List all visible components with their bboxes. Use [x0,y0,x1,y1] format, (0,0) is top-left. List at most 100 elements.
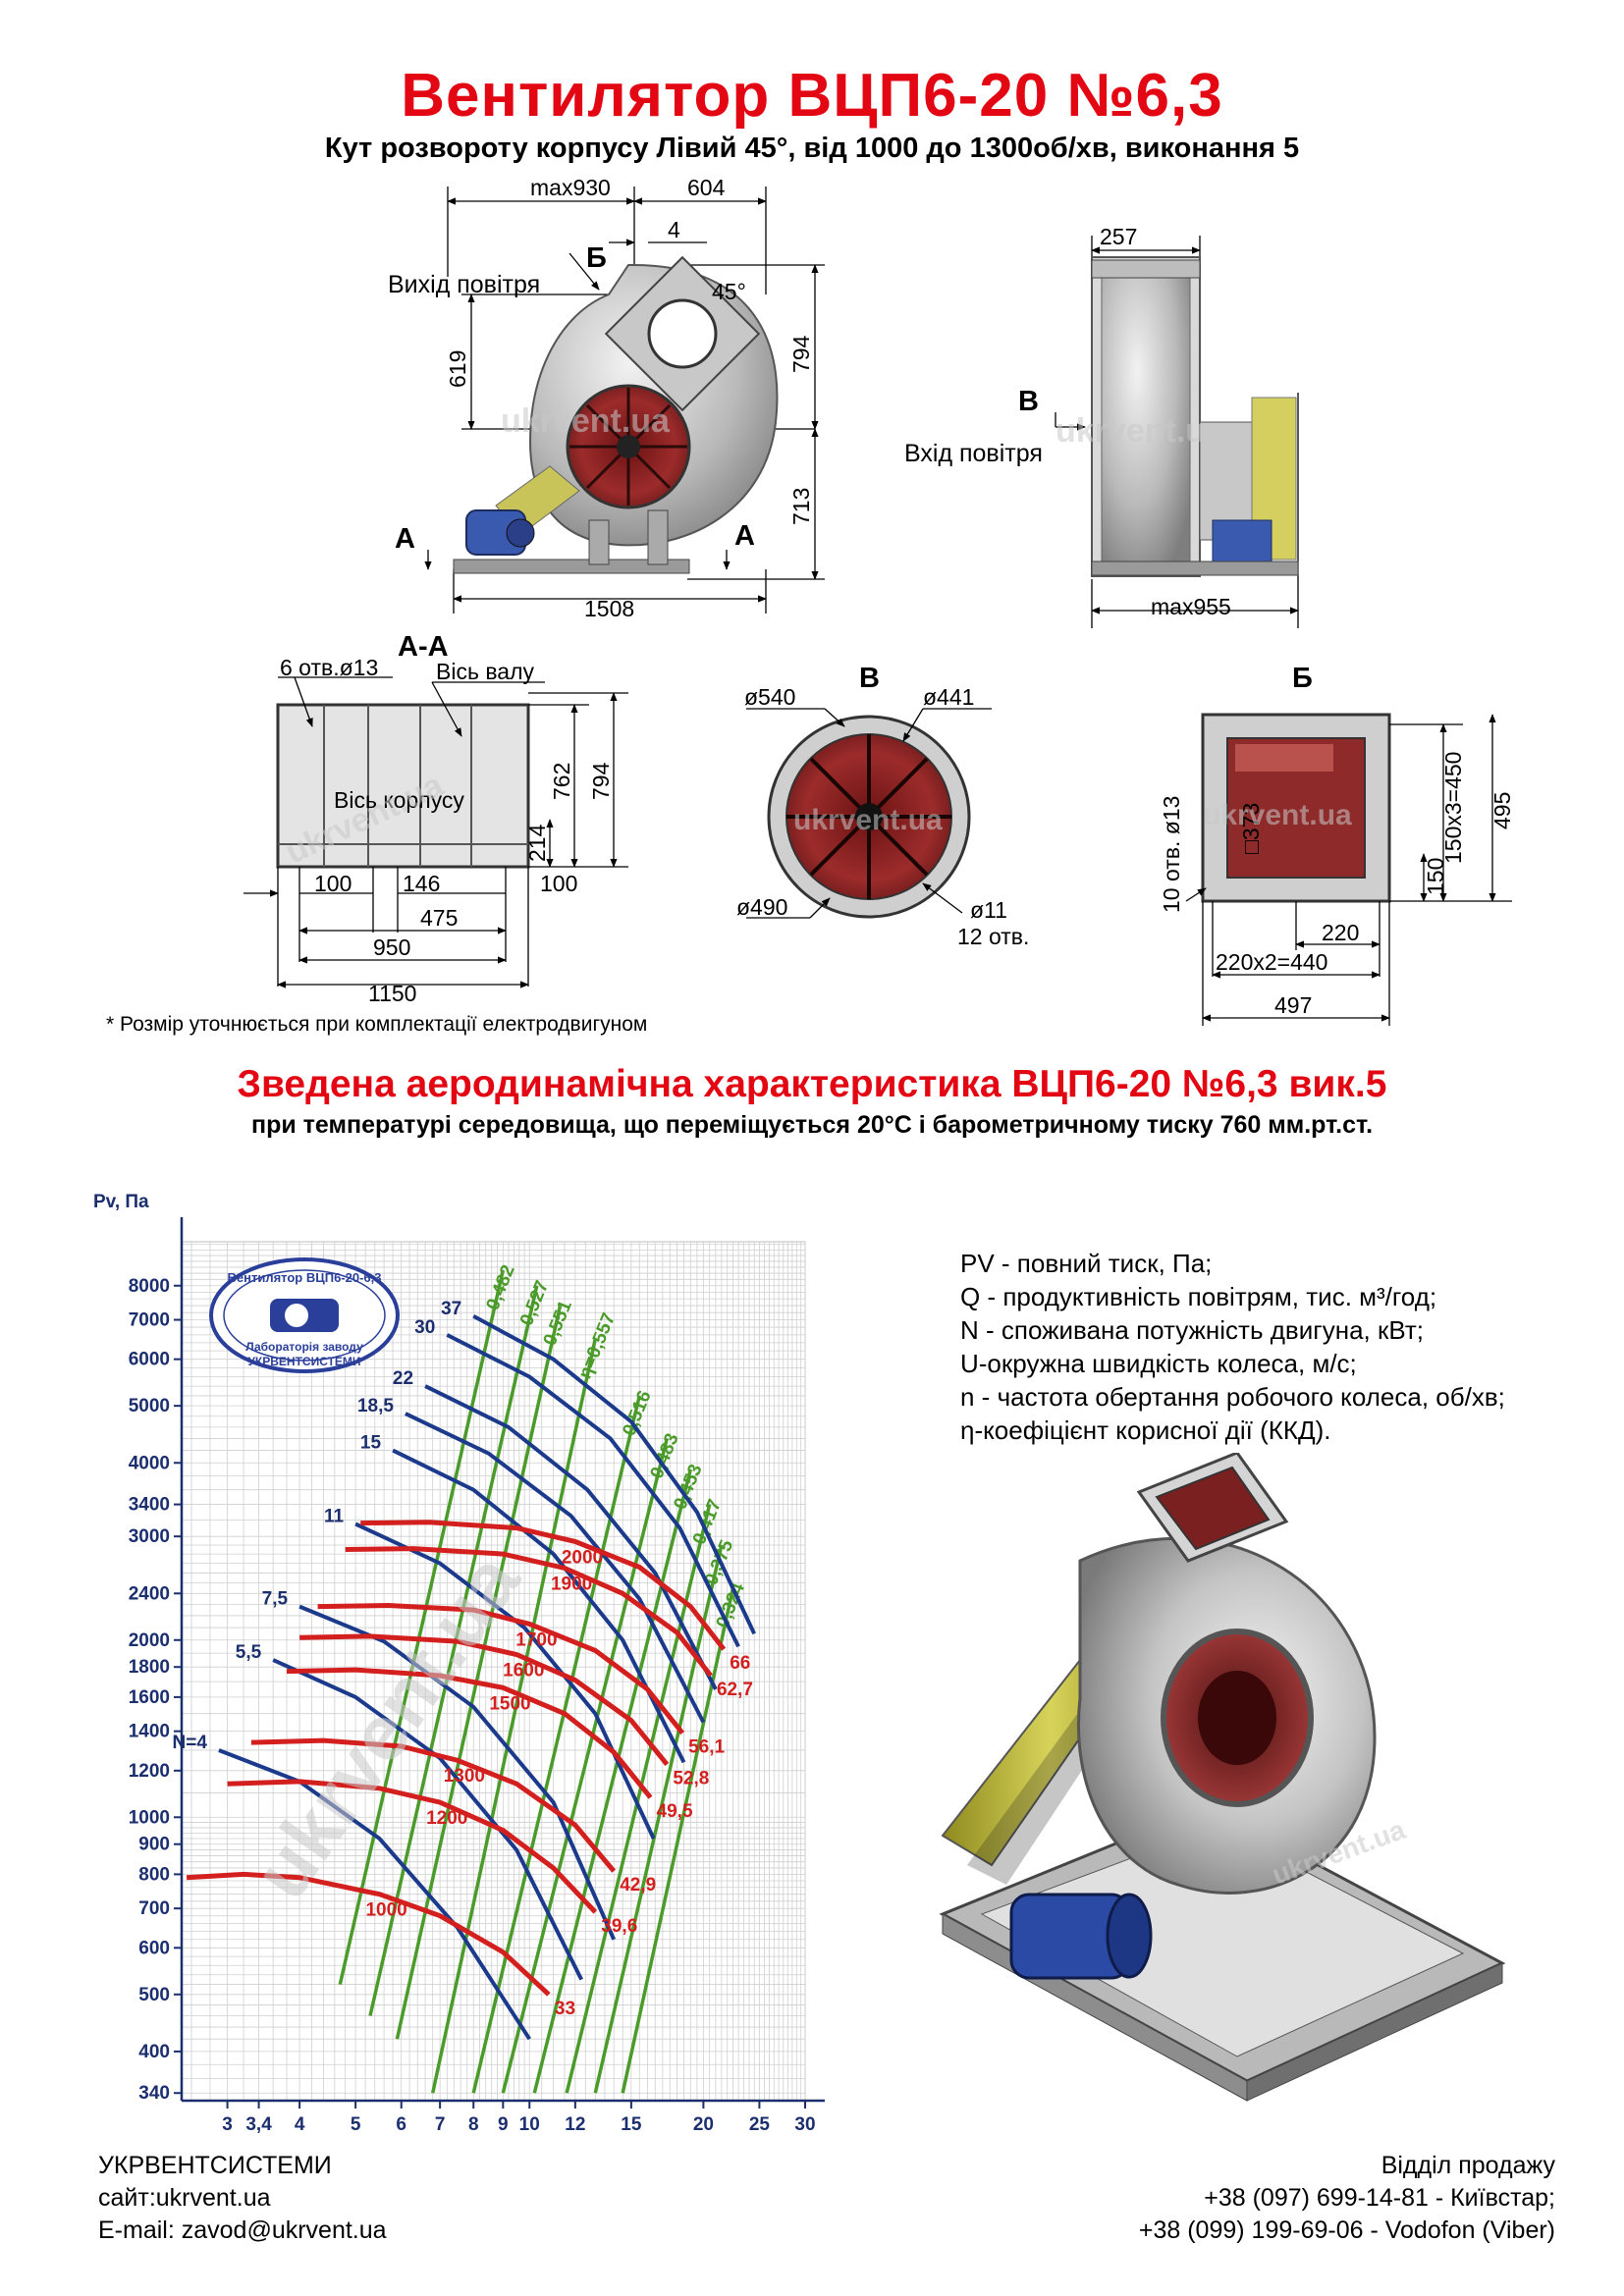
dim-1150: 1150 [368,981,416,1006]
dim-150: 150 [1423,858,1448,895]
x-tick-label: 7 [435,2114,446,2135]
characteristic-subtitle: при температурі середовища, що переміщує… [250,1111,1374,1139]
legend-item: N - споживана потужність двигуна, кВт; [960,1315,1424,1345]
page-subtitle: Кут розвороту корпусу Лівий 45°, від 100… [324,133,1300,164]
peripheral-speed-label: 39,6 [601,1916,637,1937]
peripheral-speed-label: 66 [730,1653,750,1674]
company-email[interactable]: E-mail: zavod@ukrvent.ua [98,2216,387,2244]
power-curve [472,1314,757,1635]
speed-curves: 100033120039,6130042,9150049,5160052,817… [186,1520,753,2019]
outlet-label: Вихід повітря [388,271,540,298]
dim-150x3: 150x3=450 [1440,752,1466,864]
power-label: 18,5 [357,1396,394,1416]
dim-497: 497 [1274,992,1312,1018]
x-tick-label: 3 [222,2114,233,2135]
aa-body-axis: Вісь корпусу [334,787,464,813]
company-site[interactable]: сайт:ukrvent.ua [98,2184,271,2212]
dim-max930: max930 [530,175,611,200]
speed-label: 1000 [365,1900,406,1921]
y-tick-label: 3400 [129,1495,170,1516]
peripheral-speed-label: 42,9 [620,1875,656,1896]
dim-950: 950 [373,934,410,960]
dim-257: 257 [1100,224,1137,249]
stamp-top: Вентилятор ВЦП6-20-6,3 [227,1270,381,1285]
speed-label: 1600 [503,1661,544,1682]
dim-495: 495 [1489,792,1515,829]
x-tick-label: 15 [621,2114,642,2135]
stamp-bottom-2: УКРВЕНТСИСТЕМИ [247,1355,360,1368]
y-tick-label: 3000 [129,1526,170,1547]
lab-stamp: Вентилятор ВЦП6-20-6,3 Лабораторія завод… [209,1257,400,1373]
dim-713: 713 [788,488,814,525]
speed-label: 1200 [426,1808,467,1829]
front-view: 257 max955 В Вхід повітря [904,224,1299,628]
dim-146: 146 [403,871,440,896]
dim-d490: ø490 [736,894,787,920]
section-aa: А-А 6 отв.ø13 Вісь в [244,631,628,1006]
legend-item: η-коефіцієнт корисної дії (ККД). [960,1415,1331,1445]
legend-item: U-окружна швидкість колеса, м/с; [960,1349,1357,1378]
dim-d441: ø441 [923,684,974,710]
y-tick-label: 4000 [129,1453,170,1473]
sales-title: Відділ продажу [1380,2152,1555,2179]
speed-curve [345,1546,713,1678]
speed-curve [186,1871,551,1997]
dim-holes-b: 10 отв. ø13 [1159,796,1184,913]
speed-curve [286,1667,653,1799]
sales-phone-2[interactable]: +38 (099) 199-69-06 - Vodofon (Viber) [1138,2216,1555,2244]
speed-curve [299,1633,670,1766]
power-curve [424,1384,718,1690]
speed-curve [360,1520,727,1651]
y-tick-label: 2400 [129,1583,170,1604]
x-tick-label: 5 [351,2114,361,2135]
chart-axes: 3404005006007008009001000120014001600180… [93,1192,825,2135]
watermark: ukrvent.ua [793,804,943,836]
aa-holes: 6 отв.ø13 [280,655,378,680]
dim-762: 762 [549,763,574,800]
dim-holes-v: 12 отв. [957,924,1029,949]
efficiency-line [368,1285,539,2016]
speed-label: 1300 [444,1766,485,1787]
speed-label: 1900 [551,1574,592,1594]
dim-794: 794 [788,335,814,373]
dim-220x2: 220x2=440 [1216,949,1327,975]
aerodynamic-chart: 0,4820,5270,551η=0,5570,5160,4830,4530,4… [93,1192,825,2135]
legend-item: PV - повний тиск, Па; [960,1249,1213,1278]
speed-curve [227,1779,598,1914]
y-tick-label: 1400 [129,1722,170,1742]
peripheral-speed-label: 52,8 [673,1768,709,1789]
dim-214: 214 [524,824,550,862]
x-tick-label: 20 [693,2114,714,2135]
dim-1508: 1508 [584,596,634,621]
y-tick-label: 6000 [129,1350,170,1370]
speed-label: 1700 [515,1629,557,1650]
power-curve [218,1748,531,2041]
footer-contacts: УКРВЕНТСИСТЕМИ сайт:ukrvent.ua E-mail: z… [98,2150,387,2247]
y-tick-label: 400 [138,2042,170,2062]
page-title: Вентилятор ВЦП6-20 №6,3 [401,62,1223,130]
dim-794-aa: 794 [588,762,614,800]
legend-item: n - частота обертання робочого колеса, о… [960,1382,1505,1412]
y-tick-label: 1600 [129,1687,170,1708]
x-tick-label: 12 [565,2114,585,2135]
section-marker-a-left: А [395,523,415,555]
peripheral-speed-label: 56,1 [688,1737,725,1758]
sales-phone-1[interactable]: +38 (097) 699-14-81 - Київстар; [1204,2184,1555,2212]
dim-4: 4 [668,217,680,242]
x-tick-label: 8 [468,2114,479,2135]
footnote: * Розмір уточнюється при комплектації ел… [106,1013,648,1036]
legend: PV - повний тиск, Па; Q - продуктивність… [960,1247,1505,1447]
x-tick-label: 6 [396,2114,406,2135]
y-tick-label: 600 [138,1938,170,1958]
dim-d11: ø11 [970,897,1007,923]
dim-max955: max955 [1151,594,1231,619]
y-tick-label: 1800 [129,1657,170,1678]
y-tick-label: 1000 [129,1807,170,1828]
peripheral-speed-label: 49,5 [657,1801,693,1822]
power-label: 7,5 [262,1589,289,1610]
watermark: ukrvent.ua [1203,799,1352,831]
dim-100-right: 100 [540,871,577,896]
flange-v-title: В [859,663,880,694]
dim-d540: ø540 [744,684,795,710]
power-label: 37 [441,1299,461,1319]
